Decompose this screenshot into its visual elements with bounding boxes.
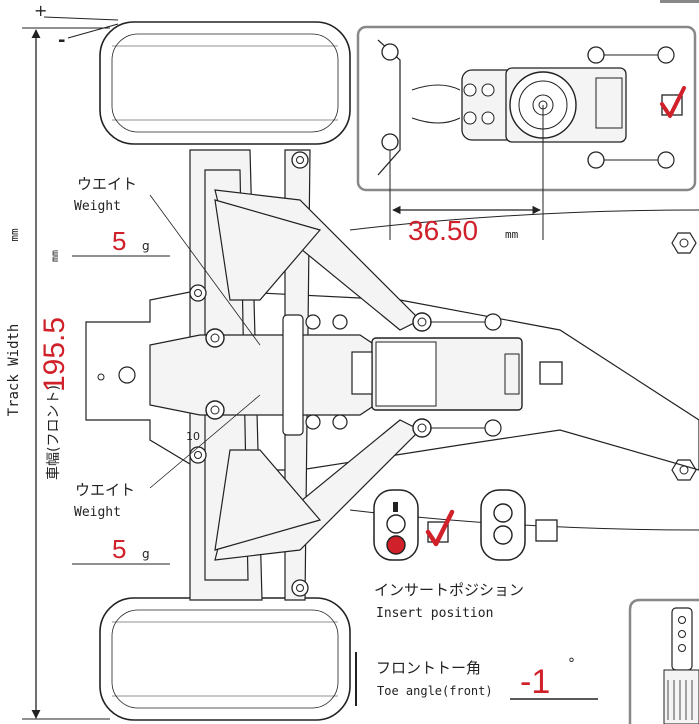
chassis-plate	[85, 289, 699, 471]
pivot-ball-10	[332, 314, 348, 330]
weight-bottom-value: 5	[112, 534, 126, 564]
insert-position-jp: インサートポジション	[374, 581, 524, 599]
arm-end-ball-upper	[430, 313, 502, 331]
steering-post	[282, 314, 304, 436]
chassis-hole-large	[118, 366, 136, 384]
servo-inset-value: 36.50	[408, 215, 478, 246]
servo-saver-inset	[356, 0, 699, 240]
tire-top	[99, 21, 351, 145]
weight-bottom-unit: g	[142, 547, 150, 561]
track-width-label: Track Width	[6, 324, 22, 417]
front-bulkhead	[149, 334, 376, 416]
track-width-jp-label: 車幅(フロント)	[45, 385, 62, 480]
shock-inset-partial	[628, 598, 699, 724]
chassis-hole-small	[97, 373, 105, 381]
servo-inset-unit: mm	[505, 228, 519, 241]
chassis-edge-upper	[349, 209, 699, 231]
pivot-ball-11	[305, 414, 321, 430]
arm-end-ball-lower	[430, 419, 502, 437]
track-width-outer-unit: mm	[8, 228, 21, 242]
weight-top-jp: ウエイト	[77, 175, 137, 193]
weight-bottom-leader	[149, 394, 261, 489]
hex-nut-lower	[671, 459, 697, 481]
pivot-ball-3	[189, 284, 207, 302]
weight-top-en: Weight	[74, 199, 121, 214]
toe-angle-value: -1	[520, 663, 550, 701]
toe-angle-unit: °	[568, 656, 575, 672]
toe-angle-en: Toe angle(front)	[377, 684, 493, 698]
weight-bottom-jp: ウエイト	[75, 481, 135, 499]
upper-inner-arm	[214, 199, 322, 301]
pivot-ball-2	[205, 400, 225, 420]
pivot-ball-1	[205, 328, 225, 348]
pivot-ball-6	[291, 579, 309, 597]
pivot-ball-5	[291, 151, 309, 169]
insert-option-b-icon	[480, 489, 526, 561]
hex-nut-upper	[671, 232, 697, 254]
camber-minus-sign: -	[58, 30, 65, 51]
lower-inner-arm	[214, 449, 322, 551]
pivot-ball-4	[189, 446, 207, 464]
pivot-ball-9	[305, 314, 321, 330]
insert-option-a-icon	[373, 489, 419, 561]
servo-inset-checkbox[interactable]	[660, 86, 686, 118]
insert-option-b-checkbox[interactable]	[535, 519, 558, 542]
arm-marking: 10	[186, 430, 200, 443]
camber-plus-sign: +	[34, 1, 47, 20]
servo-option-checkbox[interactable]	[539, 361, 563, 385]
pivot-ball-12	[332, 414, 348, 430]
weight-top-value: 5	[112, 226, 126, 256]
weight-top-unit: g	[142, 239, 150, 253]
track-width-unit: mm	[50, 250, 61, 262]
steering-servo	[351, 337, 523, 411]
weight-top-leader	[149, 194, 261, 346]
weight-bottom-en: Weight	[74, 505, 121, 520]
camber-line-plus	[43, 16, 119, 21]
pivot-ball-7	[412, 312, 432, 332]
insert-position-en: Insert position	[376, 606, 493, 621]
tire-bottom	[99, 597, 351, 721]
track-width-value: 195.5	[38, 317, 71, 392]
camber-line-minus	[67, 23, 119, 39]
pivot-ball-8	[412, 418, 432, 438]
insert-option-a-checkbox[interactable]	[425, 509, 455, 547]
toe-angle-jp: フロントトー角	[376, 659, 481, 677]
